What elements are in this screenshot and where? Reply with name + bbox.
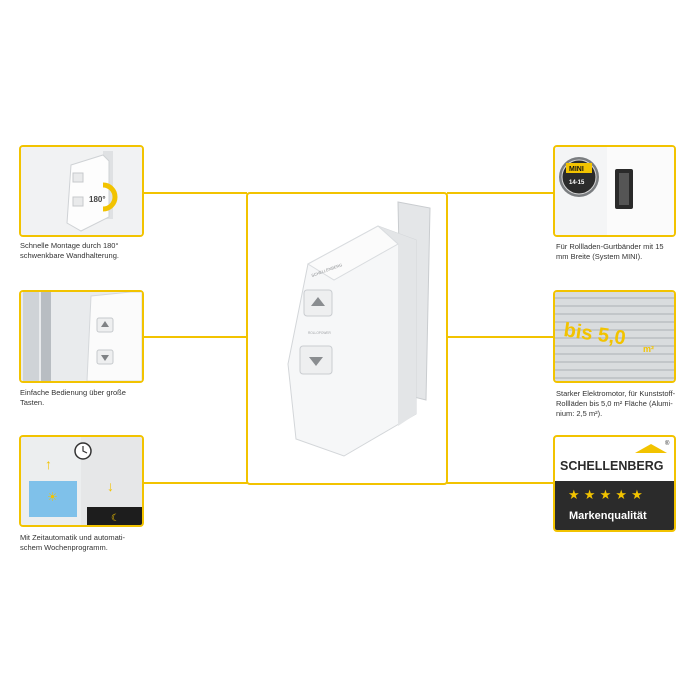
connector-line — [143, 482, 247, 484]
connector-line — [143, 192, 247, 194]
feature-timer-image: ↑ ↓ ☀ ☾ — [19, 435, 144, 527]
feature-belt-image: MINI 14-15 — [553, 145, 676, 237]
device-small-label: ROLLOPOWER — [308, 331, 332, 335]
brand-quality-box: SCHELLENBERG ® ★ ★ ★ ★ ★ Markenqualität — [553, 435, 676, 532]
main-product-image: SCHELLENBERG ROLLOPOWER — [246, 192, 448, 485]
sun-icon: ☀ — [47, 490, 58, 504]
connector-line — [447, 336, 553, 338]
feature-buttons-image — [19, 290, 144, 383]
registered-mark: ® — [665, 440, 670, 447]
feature-mount-image: 180° — [19, 145, 144, 237]
connector-line — [143, 336, 247, 338]
feature-motor-image: bis 5,0 m² — [553, 290, 676, 383]
mini-badge-label: MINI — [569, 166, 584, 173]
moon-icon: ☾ — [111, 513, 120, 524]
feature-motor-caption: Starker Elektromotor, für Kunststoff- Ro… — [556, 389, 676, 418]
feature-belt-caption: Für Rollladen-Gurtbänder mit 15 mm Breit… — [556, 242, 664, 261]
feature-buttons-caption: Einfache Bedienung über große Tasten. — [20, 388, 126, 407]
roof-logo-icon — [635, 444, 667, 453]
feature-mount-caption: Schnelle Montage durch 180° schwenkbare … — [20, 241, 119, 260]
connector-line — [447, 482, 553, 484]
feature-timer-caption: Mit Zeitautomatik und automati- schem Wo… — [20, 533, 126, 552]
area-unit: m² — [643, 344, 654, 354]
brand-name: SCHELLENBERG — [560, 459, 663, 473]
connector-line — [447, 192, 553, 194]
quality-label: Markenqualität — [569, 510, 647, 522]
rotation-angle-label: 180° — [89, 195, 106, 204]
arrow-up-icon: ↑ — [45, 456, 52, 472]
mini-badge-size: 14-15 — [569, 180, 585, 186]
roller-shutter-motor-illustration: SCHELLENBERG ROLLOPOWER — [287, 201, 431, 457]
rating-stars: ★ ★ ★ ★ ★ — [568, 488, 643, 503]
arrow-down-icon: ↓ — [107, 478, 114, 494]
